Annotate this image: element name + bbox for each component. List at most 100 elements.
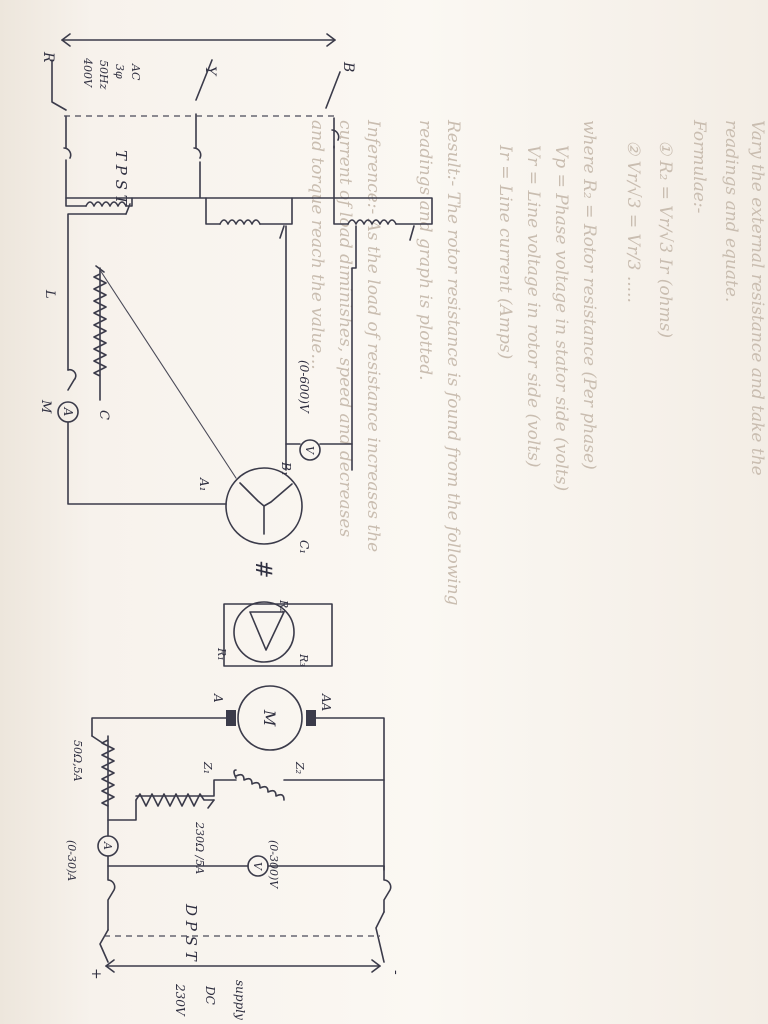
wire-to-a1 <box>67 421 227 505</box>
faded-note-line: and torque reach the value... <box>307 120 327 370</box>
faded-note-line: Vr = Line voltage in rotor side (volts) <box>523 145 543 468</box>
field-terminal-z1: Z₁ <box>201 761 214 774</box>
rotor-machine: R₁ R₂ R₃ <box>215 599 333 667</box>
coil-r-icon <box>85 201 127 207</box>
terminal-a1: A₁ <box>197 477 211 491</box>
induction-motor-icon <box>225 467 303 545</box>
dc-supply-line: supply <box>233 980 247 1020</box>
dc-minus-sign: - <box>388 970 404 975</box>
supply-rating-line: 50Hz <box>97 60 110 90</box>
armature-rheostat-label: 50Ω,5A <box>71 740 84 782</box>
faded-note-line: readings and equate. <box>721 120 741 302</box>
wire-b-to-vm <box>319 225 357 445</box>
field-rheostat-label: 230Ω /5A <box>193 821 206 874</box>
supply-rating-line: 3φ <box>113 64 126 79</box>
phase-b-label: B <box>340 61 356 72</box>
field-winding-icon <box>233 769 285 801</box>
rheostat-junction <box>107 799 137 821</box>
rotor-terminal-r3: R₃ <box>297 653 310 667</box>
brush-aa-icon <box>306 710 316 726</box>
rheostat-arrow-icon <box>95 265 105 273</box>
supply-rating-line: 400V <box>81 57 94 88</box>
dc-voltmeter-symbol: V <box>251 862 264 871</box>
armature-rheostat-icon <box>101 735 115 807</box>
rheostat-arrow-icon <box>91 735 105 745</box>
faded-note-line: ② Vr/√3 = Vr/3 ..... <box>623 140 643 303</box>
arrow-right-icon <box>326 33 336 47</box>
coupling-mark: # <box>250 560 275 578</box>
faded-note-line: Ir = Line current (Amps) <box>495 144 515 359</box>
faded-note-line: ① R₂ = Vr/√3 Ir (ohms) <box>655 140 675 338</box>
arrow-right-icon <box>371 959 381 973</box>
ac-voltmeter-range: (0-600)V <box>297 360 311 414</box>
wire-fuse-positive <box>107 865 116 931</box>
dc-ammeter-range: (0-30)A <box>65 840 78 881</box>
phase-r-label: R <box>40 51 56 63</box>
delta-winding-icon <box>249 611 285 651</box>
dc-motor-section: M A AA 50Ω,5A Z₁ Z₂ 230Ω /5A A (0-30)A V… <box>65 685 385 889</box>
faded-note-line: readings and graph is plotted. <box>415 120 435 380</box>
tpst-label: T P S T <box>112 150 130 206</box>
fuse-icon <box>63 129 340 159</box>
coil-b-icon <box>347 219 397 225</box>
three-phase-supply: R Y B 400V 50Hz 3φ AC T P S T <box>40 33 433 241</box>
terminal-c1: C₁ <box>297 540 311 554</box>
dpst-label: D P S T <box>182 903 200 962</box>
ac-voltmeter-symbol: V <box>303 446 316 455</box>
load-letter-c: C <box>96 410 111 420</box>
faded-note-line: Vp = Phase voltage in stator side (volts… <box>551 145 571 491</box>
armature-terminal-a: A <box>211 693 225 703</box>
coil-y-icon <box>219 219 261 225</box>
induction-machine: A₁ B₁ C₁ # <box>197 461 311 578</box>
armature-terminal-aa: AA <box>319 693 333 712</box>
switch-blade-y <box>195 59 213 149</box>
dc-voltmeter-range: (0-300)V <box>267 840 280 889</box>
fuse-small-icon <box>67 368 77 391</box>
coil-y-leads <box>205 197 293 225</box>
faded-note-line: Vary the external resistance and take th… <box>747 120 767 476</box>
dpst-blades <box>99 911 385 963</box>
arrow-left-icon <box>105 959 115 973</box>
switch-blade-r <box>51 59 67 149</box>
terminal-b1: B₁ <box>279 461 293 476</box>
coil-r-leads <box>65 197 133 207</box>
dc-voltmeter-icon <box>247 855 269 877</box>
ac-ammeter-label: M <box>38 399 53 414</box>
wire-armature-aa <box>315 717 385 871</box>
dc-supply-section: D P S T + - 230V DC supply <box>88 865 404 1020</box>
dc-ammeter-symbol: A <box>101 841 114 850</box>
switch-blade-b <box>325 71 341 149</box>
rheostat-arrow-icon <box>207 799 215 809</box>
dc-supply-line: 230V <box>173 983 187 1017</box>
brush-a-icon <box>226 710 236 726</box>
ac-voltmeter-icon <box>299 439 321 461</box>
phase-y-label: Y <box>202 66 218 77</box>
load-resistor-icon <box>93 267 107 401</box>
dc-supply-line: DC <box>203 985 217 1005</box>
ac-ammeter-symbol: A <box>61 407 75 417</box>
dc-voltmeter-wires <box>107 855 385 867</box>
star-winding-icon <box>239 482 293 535</box>
field-rheostat-icon <box>135 793 215 807</box>
dc-motor-symbol: M <box>260 709 279 727</box>
load-wiper-line <box>99 269 237 479</box>
faded-note-line: Formulae:- <box>689 119 709 214</box>
rotor-terminal-r2: R₂ <box>277 599 290 613</box>
rotor-terminal-r1: R₁ <box>215 647 228 661</box>
faded-note-line: Inference:- As the load of resistance in… <box>363 119 383 552</box>
wire-r-down <box>67 213 127 371</box>
coil-b-leads <box>333 197 433 225</box>
dc-plus-sign: + <box>88 968 104 980</box>
faded-note-line: where R₂ = Rotor resistance (Per phase) <box>579 120 599 470</box>
arrow-left-icon <box>61 33 71 47</box>
faded-note-line: Result:- The rotor resistance is found f… <box>443 119 463 606</box>
rotor-frame <box>223 603 333 667</box>
dc-motor-icon <box>237 685 303 751</box>
field-terminal-z2: Z₂ <box>293 761 306 774</box>
ac-measurement-section: L C A M V (0-600)V <box>38 213 357 505</box>
supply-rating-line: AC <box>129 63 142 81</box>
tap-arrow-icon <box>125 203 415 241</box>
rotor-icon <box>233 601 295 663</box>
